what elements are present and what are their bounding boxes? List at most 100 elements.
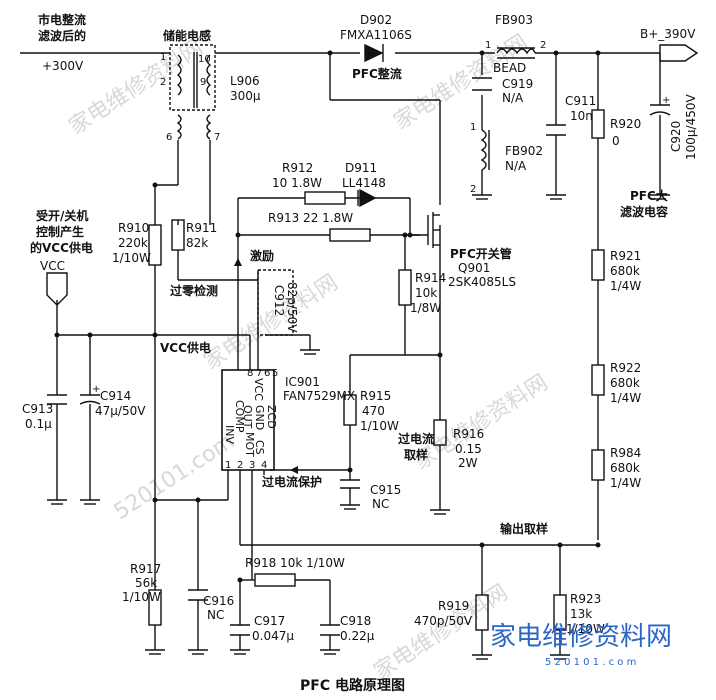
label-r915: R915 <box>360 389 391 403</box>
label-vcc-supply-1: 受开/关机 <box>36 208 88 223</box>
label-storage-inductor: 储能电感 <box>163 28 211 43</box>
label-r914: R914 <box>415 271 446 285</box>
label-q901: Q901 <box>458 261 490 275</box>
diagram-title: PFC 电路原理图 <box>300 677 405 694</box>
label-ic-pin: 8 <box>247 368 253 379</box>
label-c915-val: NC <box>372 497 389 511</box>
label-pin: 1 <box>470 122 476 133</box>
label-bplus: B+_390V <box>640 27 696 41</box>
label-d902: D902 <box>360 13 392 27</box>
label-r922: R922 <box>610 361 641 375</box>
label-pin: 1 <box>160 52 166 63</box>
label-r916: R916 <box>453 427 484 441</box>
label-c911-val: 10n <box>570 109 593 123</box>
label-excite: 激励 <box>250 248 274 263</box>
label-vcc-power: VCC供电 <box>160 340 211 355</box>
watermark-url: 520101.com <box>110 429 239 525</box>
site-logo-text: 家电维修资料网 <box>490 622 672 652</box>
label-c917: C917 <box>254 614 285 628</box>
label-r912-val: 10 1.8W <box>272 176 322 190</box>
label-ic-mot: MOT <box>243 432 256 457</box>
label-c915: C915 <box>370 483 401 497</box>
label-c912: C912 <box>272 285 286 316</box>
label-pin: 7 <box>214 132 220 143</box>
label-r984-v2: 1/4W <box>610 476 641 490</box>
label-r921-v2: 1/4W <box>610 279 641 293</box>
label-r916-v1: 0.15 <box>455 442 482 456</box>
label-vcc-supply-2: 控制产生 <box>36 224 84 239</box>
label-r919: R919 <box>438 599 469 613</box>
label-d911: D911 <box>345 161 377 175</box>
label-r910: R910 <box>118 221 149 235</box>
label-fb902-val: N/A <box>505 159 527 173</box>
label-r912: R912 <box>282 161 313 175</box>
label-ic-pin: 6 <box>264 368 270 379</box>
label-r920: R920 <box>610 117 641 131</box>
label-ic901: IC901 <box>285 375 320 389</box>
label-r917: R917 <box>130 562 161 576</box>
label-plus: + <box>92 384 100 395</box>
label-ic901-part: FAN7529MX <box>283 389 355 403</box>
label-r922-v1: 680k <box>610 376 640 390</box>
label-r913: R913 22 1.8W <box>268 211 353 225</box>
label-r921-v1: 680k <box>610 264 640 278</box>
label-c918-val: 0.22μ <box>340 629 375 643</box>
label-q901-part: 2SK4085LS <box>448 275 516 289</box>
label-ic-vcc: VCC <box>252 378 265 401</box>
label-pin: 2 <box>470 184 476 195</box>
label-d911-part: LL4148 <box>342 176 386 190</box>
label-vcc: VCC <box>40 259 65 273</box>
label-pin: 10 <box>198 54 211 65</box>
site-logo-url: 5 2 0 1 0 1 . c o m <box>545 657 636 668</box>
components <box>46 43 699 636</box>
watermark-text: 家电维修资料网 <box>65 35 208 140</box>
label-c911: C911 <box>565 94 596 108</box>
label-c916: C916 <box>203 594 234 608</box>
watermark-text: 家电维修资料网 <box>200 270 343 375</box>
site-logo: 家电维修资料网 5 2 0 1 0 1 . c o m <box>490 622 672 668</box>
label-c916-val: NC <box>207 608 224 622</box>
label-c914-val: 47μ/50V <box>95 404 146 418</box>
label-pin: 6 <box>166 132 172 143</box>
label-r915-v2: 1/10W <box>360 419 399 433</box>
label-r917-v1: 56k <box>135 576 157 590</box>
label-mains-1: 市电整流 <box>38 12 86 27</box>
label-ic-pin: 7 <box>256 368 262 379</box>
label-r984: R984 <box>610 446 641 460</box>
label-fb903: FB903 <box>495 13 533 27</box>
label-pin: 9 <box>200 77 206 88</box>
watermark-text: 家电维修资料网 <box>410 370 553 475</box>
label-r920-val: 0 <box>612 134 620 148</box>
label-l906-val: 300μ <box>230 89 261 103</box>
label-r984-v1: 680k <box>610 461 640 475</box>
label-pfc-switch: PFC开关管 <box>450 246 512 261</box>
label-r910-v1: 220k <box>118 236 148 250</box>
label-oc-sample-1: 过电流 <box>398 431 434 446</box>
label-oc-sample-2: 取样 <box>404 447 428 462</box>
label-oc-protect: 过电流保护 <box>262 474 322 489</box>
wires <box>20 52 661 655</box>
label-pfc-bigcap-1: PFC大 <box>630 188 668 203</box>
label-ic-zcd: ZCD <box>265 405 278 429</box>
label-ic-cs: CS <box>253 440 266 455</box>
label-ic-pin: 4 <box>261 460 267 471</box>
label-ic-pin: 5 <box>272 368 278 379</box>
label-c912-val: 82p/50V <box>285 282 299 333</box>
label-r923-v1: 13k <box>570 607 592 621</box>
label-pfc-bigcap-2: 滤波电容 <box>620 204 668 219</box>
label-r911: R911 <box>186 221 217 235</box>
junction-dots <box>54 50 601 583</box>
label-mains-2: 滤波后的 <box>38 28 86 43</box>
label-c920-val: 100μ/450V <box>684 94 698 160</box>
label-plus: + <box>662 95 670 106</box>
label-r923-v2: 1/10W <box>566 622 605 636</box>
label-ic-inv: INV <box>223 425 236 444</box>
label-ic-pin: 2 <box>237 460 243 471</box>
label-r910-v2: 1/10W <box>112 251 151 265</box>
label-c914: C914 <box>100 389 131 403</box>
label-ic-gnd: GND <box>253 405 266 430</box>
label-c917-val: 0.047μ <box>252 629 294 643</box>
label-ic-comp: COMP <box>233 400 246 433</box>
label-pfc-rect: PFC整流 <box>352 66 402 81</box>
label-vcc-supply-3: 的VCC供电 <box>30 240 93 255</box>
